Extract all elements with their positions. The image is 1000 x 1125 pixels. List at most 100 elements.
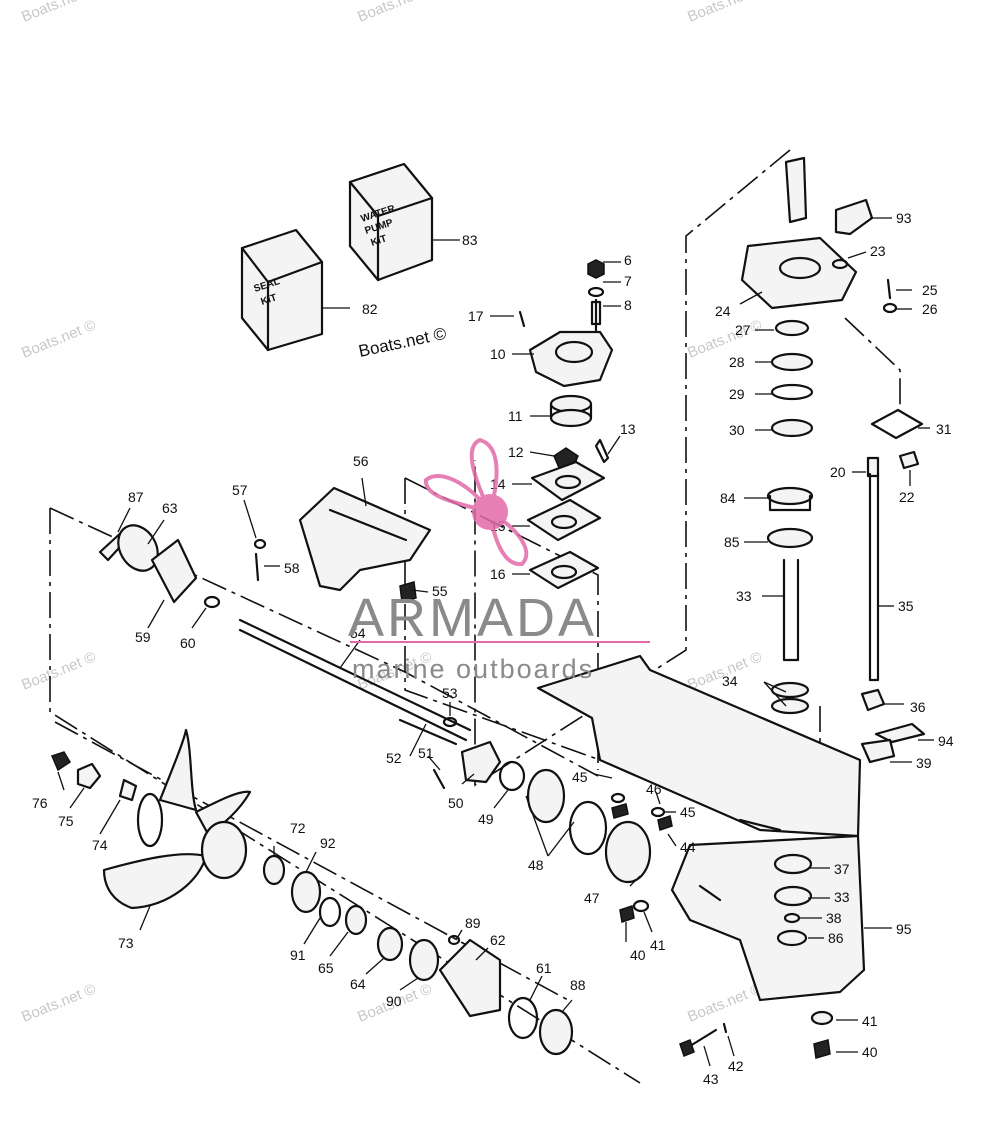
callout-75: 75 [58,813,74,829]
callout-25: 25 [922,282,938,298]
armada-logo: ARMADA marine outboards [348,437,650,684]
callout-83: 83 [462,232,478,248]
callout-95: 95 [896,921,912,937]
seal-kit-label: KIT [260,292,279,307]
callout-28: 28 [729,354,745,370]
callout-57: 57 [232,482,248,498]
driveshaft-parts [740,156,926,764]
callout-10: 10 [490,346,506,362]
callout-63: 63 [162,500,178,516]
callout-13: 13 [620,421,636,437]
callout-16: 16 [490,566,506,582]
callout-51: 51 [418,745,434,761]
callout-45: 45 [572,769,588,785]
leader-lines [57,217,934,1067]
callout-33: 33 [834,889,850,905]
callout-50: 50 [448,795,464,811]
trim-tab [253,486,432,603]
callout-82: 82 [362,301,378,317]
callout-74: 74 [92,837,108,853]
propshaft-parts [98,524,728,1056]
callout-27: 27 [735,322,751,338]
seal-kit-box: SEAL KIT [240,228,324,352]
callout-37: 37 [834,861,850,877]
propeller [50,728,252,910]
watermark: Boats.net © [19,316,98,361]
callout-24: 24 [715,303,731,319]
callout-60: 60 [180,635,196,651]
callout-12: 12 [508,444,524,460]
callout-38: 38 [826,910,842,926]
callout-93: 93 [896,210,912,226]
callout-54: 54 [350,625,366,641]
callout-8: 8 [624,297,632,313]
callout-35: 35 [898,598,914,614]
callout-42: 42 [728,1058,744,1074]
callout-55: 55 [432,583,448,599]
water-pump-parts [518,259,614,590]
callout-86: 86 [828,930,844,946]
watermark: Boats.net © [19,0,98,26]
callout-94: 94 [938,733,954,749]
callout-89: 89 [465,915,481,931]
callout-90: 90 [386,993,402,1009]
callout-64: 64 [350,976,366,992]
callout-91: 91 [290,947,306,963]
callout-7: 7 [624,273,632,289]
callout-40: 40 [862,1044,878,1060]
housing-hardware [679,1010,834,1059]
callout-26: 26 [922,301,938,317]
callout-84: 84 [720,490,736,506]
callout-46: 46 [646,781,662,797]
callout-61: 61 [536,960,552,976]
callout-73: 73 [118,935,134,951]
callout-36: 36 [910,699,926,715]
callout-11: 11 [508,408,523,424]
callout-41: 41 [650,937,666,953]
callout-56: 56 [353,453,369,469]
watermark: Boats.net © [685,980,764,1025]
callout-22: 22 [899,489,915,505]
callout-52: 52 [386,750,402,766]
callout-30: 30 [729,422,745,438]
watermark: Boats.net © [19,980,98,1025]
callout-31: 31 [936,421,952,437]
callout-6: 6 [624,252,632,268]
callout-33: 33 [736,588,752,604]
watermark: Boats.net © [685,316,764,361]
callout-48: 48 [528,857,544,873]
callout-40: 40 [630,947,646,963]
callout-23: 23 [870,243,886,259]
callout-17: 17 [468,308,484,324]
callout-59: 59 [135,629,151,645]
callout-53: 53 [442,685,458,701]
callout-49: 49 [478,811,494,827]
callout-41: 41 [862,1013,878,1029]
water-pump-kit-box: WATER PUMP KIT [348,162,434,282]
logo-tagline: marine outboards [352,654,594,684]
watermark: Boats.net © [19,648,98,693]
gearcase-housing [536,654,866,1002]
callout-20: 20 [830,464,846,480]
callout-44: 44 [680,839,696,855]
watermark: Boats.net © [685,0,764,26]
callout-85: 85 [724,534,740,550]
callout-43: 43 [703,1071,719,1087]
callout-45: 45 [680,804,696,820]
callout-39: 39 [916,755,932,771]
water-pump-kit-label: KIT [370,233,389,248]
callout-34: 34 [722,673,738,689]
logo-wordmark: ARMADA [348,588,597,648]
callout-29: 29 [729,386,745,402]
callout-88: 88 [570,977,586,993]
propeller-logo-icon [423,437,529,567]
callout-47: 47 [584,890,600,906]
watermark: Boats.net © [355,0,434,26]
callout-76: 76 [32,795,48,811]
callout-62: 62 [490,932,506,948]
callout-92: 92 [320,835,336,851]
callout-72: 72 [290,820,306,836]
copyright-mark: Boats.net © [357,324,449,361]
callout-87: 87 [128,489,144,505]
